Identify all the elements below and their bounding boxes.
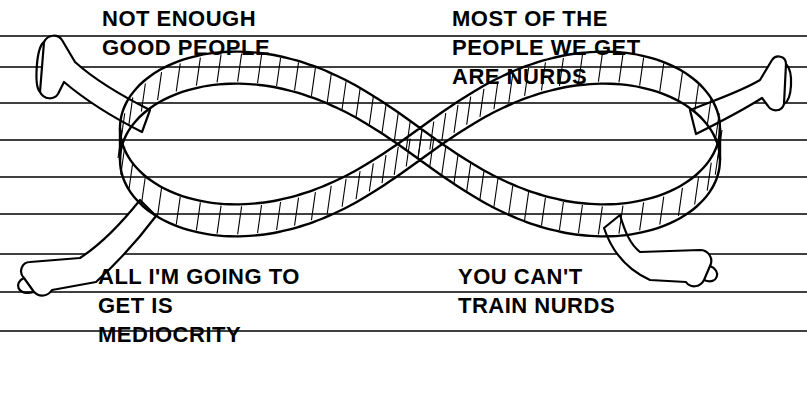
hatch-stroke <box>295 62 299 90</box>
hatch-stroke <box>494 179 498 207</box>
ribbon-note: MOST OF THE PEOPLE WE GET ARE NURDS <box>452 4 687 91</box>
ribbon-upper-edge <box>120 52 720 205</box>
hatch-stroke <box>541 198 545 226</box>
hatch-stroke <box>176 197 180 225</box>
hatch-stroke <box>382 155 386 183</box>
hatch-stroke <box>394 113 398 141</box>
hatch-stroke <box>707 97 711 125</box>
hatch-stroke <box>418 130 422 158</box>
hatch-stroke <box>640 58 644 86</box>
ribbon-lower-edge <box>120 84 720 237</box>
hatch-stroke <box>578 205 582 233</box>
hatch-stroke <box>311 192 315 220</box>
hatch-stroke <box>295 198 299 226</box>
hatch-stroke <box>196 58 200 86</box>
hatch-stroke <box>327 186 331 214</box>
hatch-stroke <box>342 179 346 207</box>
ruled-line <box>0 291 807 292</box>
hatch-stroke <box>406 138 410 166</box>
hatch-stroke <box>217 206 221 234</box>
hatch-stroke <box>356 171 360 199</box>
hatch-stroke <box>238 206 242 234</box>
hatch-stroke <box>311 68 315 96</box>
hatch-stroke <box>369 163 373 191</box>
hatch-stroke <box>660 63 664 91</box>
hatch-stroke <box>640 202 644 230</box>
hatch-stroke <box>480 171 484 199</box>
hatch-stroke <box>467 97 471 125</box>
scroll-curl <box>18 278 34 293</box>
hatch-stroke <box>559 202 563 230</box>
hatch-stroke <box>678 188 682 216</box>
ribbon-note: YOU CAN'T TRAIN NURDS <box>458 262 648 320</box>
hatch-stroke <box>176 63 180 91</box>
infinity-ribbon <box>118 52 722 237</box>
scroll-curl <box>784 64 791 104</box>
hatch-stroke <box>467 163 471 191</box>
ribbon-hatching <box>118 54 722 235</box>
hatch-stroke <box>141 176 145 204</box>
hatch-stroke <box>258 205 262 233</box>
hatch-stroke <box>442 113 446 141</box>
ribbon-note: NOT ENOUGH GOOD PEOPLE <box>102 4 317 62</box>
hatch-stroke <box>158 188 162 216</box>
hatch-stroke <box>678 72 682 100</box>
ruled-line <box>0 66 807 67</box>
hatch-stroke <box>454 105 458 133</box>
hatch-stroke <box>660 197 664 225</box>
hatch-stroke <box>158 72 162 100</box>
ribbon-note: ALL I'M GOING TO GET IS MEDIOCRITY <box>98 262 318 349</box>
scroll-curl <box>704 266 717 281</box>
hatch-stroke <box>382 105 386 133</box>
hatch-stroke <box>695 84 699 112</box>
ribbon-tails <box>18 36 791 296</box>
hatch-stroke <box>480 89 484 117</box>
scroll-curl <box>37 42 44 92</box>
ribbon-side-edge <box>119 128 121 160</box>
hatch-stroke <box>525 192 529 220</box>
hatch-stroke <box>598 206 602 234</box>
hatch-stroke <box>442 147 446 175</box>
hatch-stroke <box>277 58 281 86</box>
hatch-stroke <box>707 163 711 191</box>
hatch-stroke <box>509 186 513 214</box>
hatch-stroke <box>369 97 373 125</box>
hatch-stroke <box>695 176 699 204</box>
hatch-stroke <box>277 202 281 230</box>
ribbon-side-edge <box>719 128 721 160</box>
hatch-stroke <box>327 74 331 102</box>
hatch-stroke <box>196 202 200 230</box>
hatch-stroke <box>342 81 346 109</box>
hatch-stroke <box>619 206 623 234</box>
hatch-stroke <box>129 97 133 125</box>
hatch-stroke <box>141 84 145 112</box>
hatch-stroke <box>454 155 458 183</box>
ruled-line <box>0 176 807 177</box>
hatch-stroke <box>394 147 398 175</box>
hatch-stroke <box>129 163 133 191</box>
hatch-stroke <box>356 89 360 117</box>
hatch-stroke <box>418 130 422 158</box>
